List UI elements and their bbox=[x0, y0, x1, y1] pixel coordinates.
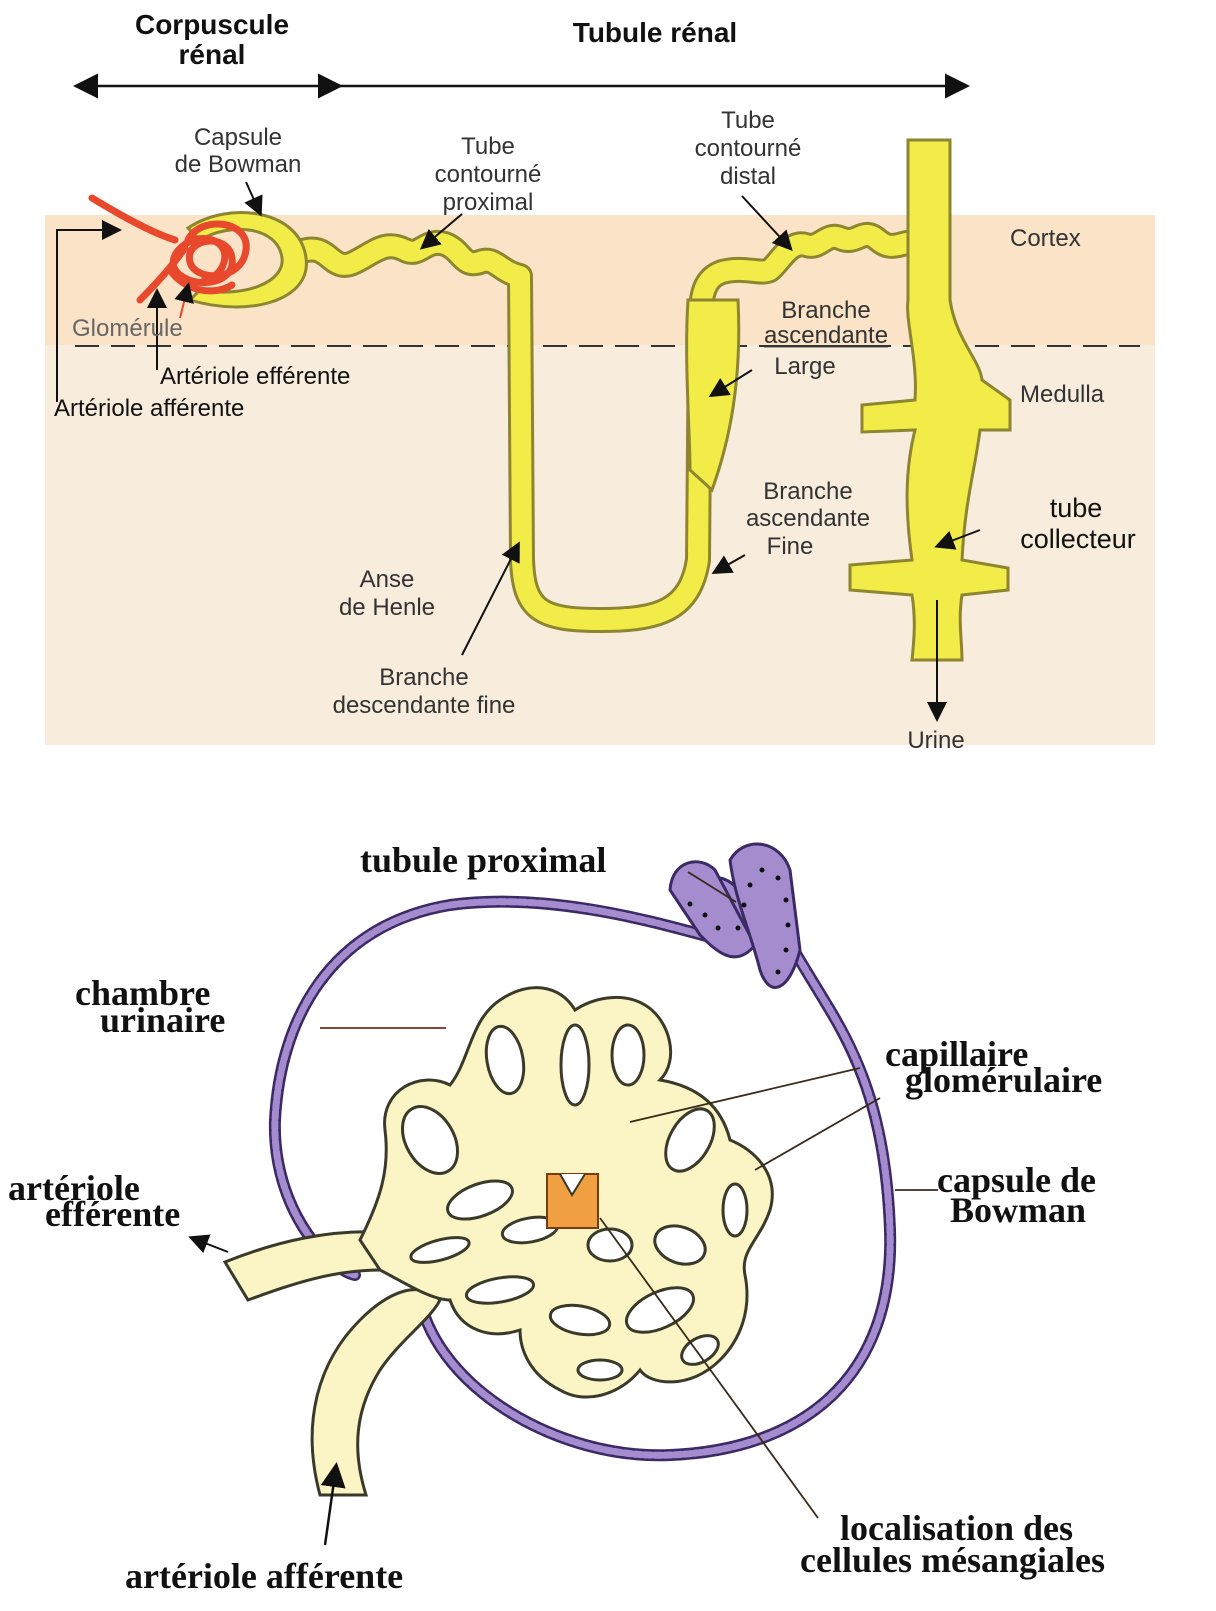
label-capsule-2: Bowman bbox=[950, 1190, 1086, 1230]
label-fine-2: ascendante bbox=[746, 505, 870, 532]
label-descendante-2: descendante fine bbox=[333, 692, 516, 719]
label-mesangiales-2: cellules mésangiales bbox=[800, 1540, 1105, 1580]
proximal-tubule-epithelium bbox=[670, 844, 800, 987]
label-anse-2: de Henle bbox=[339, 594, 435, 621]
label-large-2: ascendante bbox=[764, 322, 888, 349]
pointer-efferente-arrow bbox=[192, 1238, 228, 1252]
label-chambre-2: urinaire bbox=[100, 1000, 225, 1040]
glomerulus-diagram: tubule proximal chambre urinaire capilla… bbox=[8, 840, 1105, 1596]
label-afferente: artériole afférente bbox=[125, 1556, 403, 1596]
label-descendante-1: Branche bbox=[379, 664, 468, 691]
label-proximal-2: contourné bbox=[435, 161, 542, 188]
header-corpuscule-line2: rénal bbox=[179, 39, 246, 70]
label-distal-2: contourné bbox=[695, 135, 802, 162]
nephron-diagram: Corpuscule rénal Tubule rénal Capsule de… bbox=[45, 9, 1155, 754]
label-tubule-proximal: tubule proximal bbox=[360, 840, 606, 880]
label-fine-1: Branche bbox=[763, 478, 852, 505]
efferent-vessel bbox=[225, 1232, 382, 1300]
label-large-3: Large bbox=[774, 353, 835, 380]
label-efferente-2: efférente bbox=[45, 1194, 180, 1234]
label-urine: Urine bbox=[907, 727, 964, 754]
header-corpuscule-line1: Corpuscule bbox=[135, 9, 289, 40]
label-capsule-1: Capsule bbox=[194, 124, 282, 151]
label-afferente: Artériole afférente bbox=[54, 395, 244, 422]
label-proximal-3: proximal bbox=[443, 189, 534, 216]
label-collecteur-1: tube bbox=[1050, 493, 1103, 523]
afferent-vessel bbox=[312, 1290, 440, 1495]
label-glomerule: Glomérule bbox=[72, 315, 183, 342]
label-large-1: Branche bbox=[781, 297, 870, 324]
label-distal-1: Tube bbox=[721, 107, 775, 134]
header-tubule: Tubule rénal bbox=[573, 17, 737, 48]
label-distal-3: distal bbox=[720, 163, 776, 190]
label-cortex: Cortex bbox=[1010, 225, 1081, 252]
label-anse-1: Anse bbox=[360, 566, 415, 593]
label-capsule-2: de Bowman bbox=[175, 151, 302, 178]
label-proximal-1: Tube bbox=[461, 133, 515, 160]
label-collecteur-2: collecteur bbox=[1020, 524, 1136, 554]
label-fine-3: Fine bbox=[767, 533, 814, 560]
label-capillaire-2: glomérulaire bbox=[905, 1060, 1102, 1100]
pointer-capillaire-2 bbox=[755, 1098, 880, 1170]
label-medulla: Medulla bbox=[1020, 381, 1105, 408]
label-efferente: Artériole efférente bbox=[160, 363, 350, 390]
pointer-capsule bbox=[246, 182, 260, 213]
